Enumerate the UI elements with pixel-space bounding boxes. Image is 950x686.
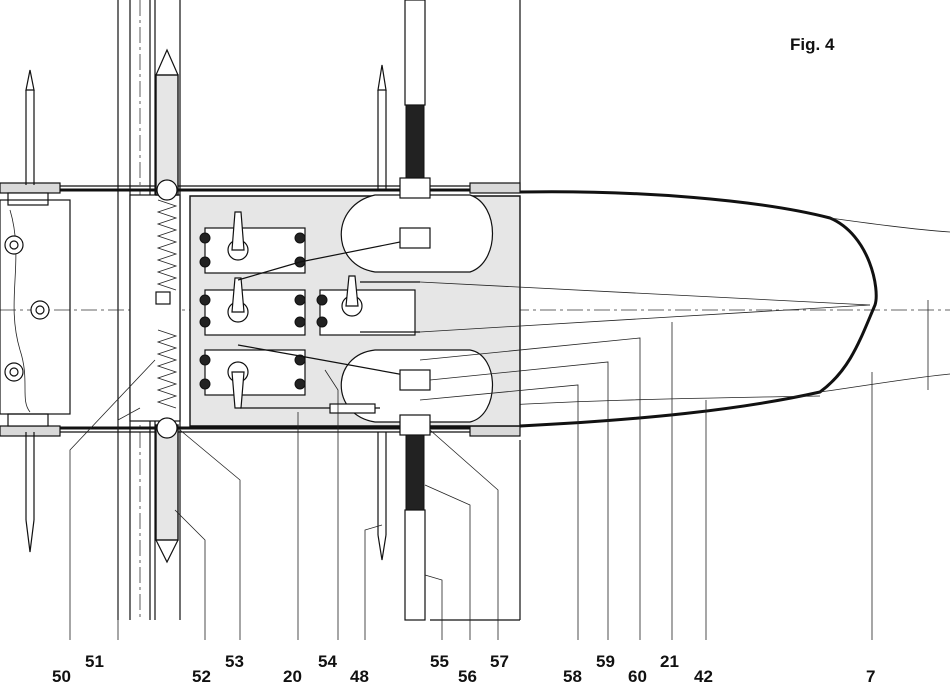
callout-50: 50 — [52, 667, 71, 686]
callout-54: 54 — [318, 652, 337, 671]
left-board — [0, 200, 70, 414]
callout-56: 56 — [458, 667, 477, 686]
callout-53: 53 — [225, 652, 244, 671]
callout-51: 51 — [85, 652, 104, 671]
callout-48: 48 — [350, 667, 369, 686]
callout-21: 21 — [660, 652, 679, 671]
callout-20: 20 — [283, 667, 302, 686]
callout-60: 60 — [628, 667, 647, 686]
callout-59: 59 — [596, 652, 615, 671]
callout-7: 7 — [866, 667, 875, 686]
callout-labels: 50 51 52 53 20 48 54 55 56 57 58 59 60 2… — [52, 652, 875, 686]
callout-52: 52 — [192, 667, 211, 686]
callout-42: 42 — [694, 667, 713, 686]
callout-55: 55 — [430, 652, 449, 671]
callout-58: 58 — [563, 667, 582, 686]
callout-57: 57 — [490, 652, 509, 671]
figure-title: Fig. 4 — [790, 35, 835, 54]
